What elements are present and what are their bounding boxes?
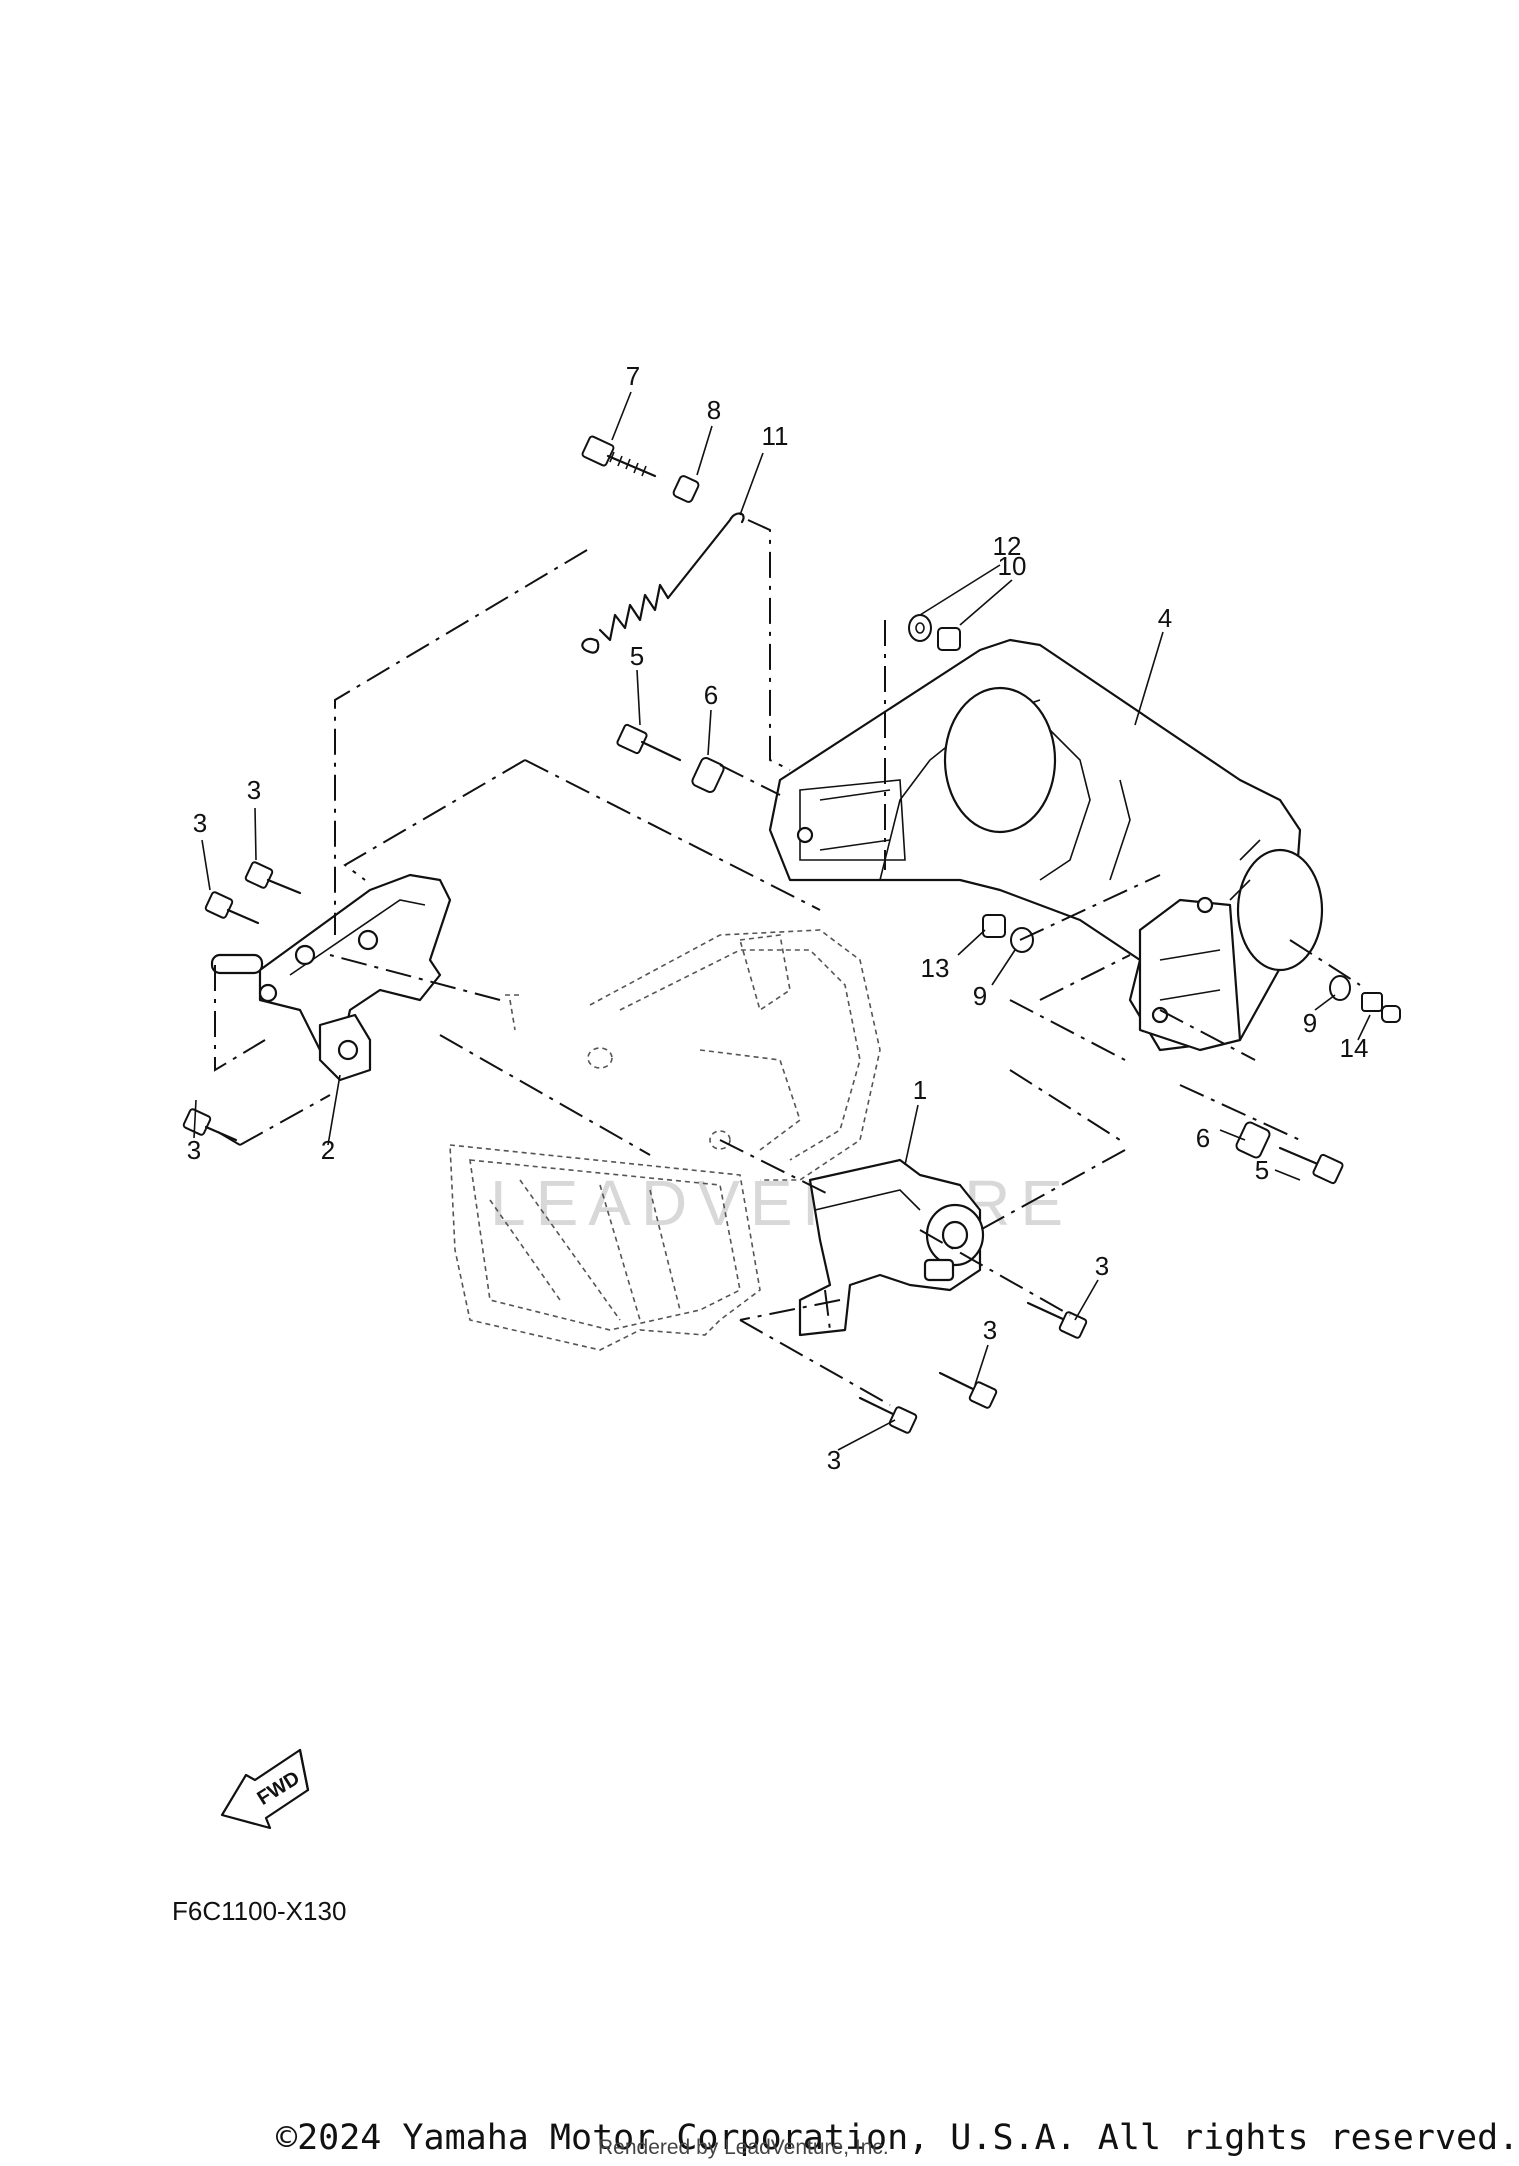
bolt-3-left-a: [244, 861, 302, 895]
assembly-lines: [214, 519, 1361, 1406]
callout-3-right-c: 3: [827, 1445, 841, 1475]
bolt-7: [581, 435, 657, 478]
jet-pump-housing-outline: [449, 929, 881, 1351]
part-1-lower-mount: [798, 1158, 985, 1337]
nut-10: [937, 627, 961, 651]
watermark: LEADVENTURE: [490, 1167, 1073, 1239]
callout-7: 7: [626, 361, 640, 391]
callout-3-right-b: 3: [983, 1315, 997, 1345]
callout-3-right-a: 3: [1095, 1251, 1109, 1281]
callout-3-left-b: 3: [193, 808, 207, 838]
callout-8: 8: [707, 395, 721, 425]
callouts: 7 8 11 12 10 4 5 6 3 3 3 2 13 9 9 14 6 5…: [187, 361, 1369, 1475]
callout-5-upper: 5: [630, 641, 644, 671]
callout-5-lower: 5: [1255, 1155, 1269, 1185]
callout-3-left-c: 3: [187, 1135, 201, 1165]
bolt-5-lower: [1278, 1146, 1344, 1185]
fwd-arrow-icon: FWD: [220, 1748, 310, 1830]
collar-6-lower: [1235, 1121, 1271, 1159]
bolt-3-right-b: [938, 1371, 998, 1409]
bolt-3-right-c: [858, 1396, 918, 1434]
callout-4: 4: [1158, 603, 1172, 633]
leader-lines: [193, 391, 1371, 1451]
fitting-14: [1361, 992, 1401, 1023]
callout-9-right: 9: [1303, 1008, 1317, 1038]
fwd-label: FWD: [253, 1767, 303, 1810]
part-4-upper-mount: [768, 638, 1324, 1052]
collar-8: [672, 475, 700, 503]
bolt-5-upper: [616, 723, 682, 762]
nut-13: [982, 914, 1006, 938]
bolt-3-left-b: [204, 891, 260, 925]
callout-9-left: 9: [973, 981, 987, 1011]
washer-9-right: [1329, 975, 1351, 1001]
drawing-code: F6C1100-X130: [172, 1896, 347, 1926]
rendered-by-text: Rendered by LeadVenture, Inc.: [598, 2136, 889, 2159]
callout-14: 14: [1340, 1033, 1369, 1063]
copyright-text: ©2024 Yamaha Motor Corporation, U.S.A. A…: [276, 2118, 1519, 2158]
callout-6-lower: 6: [1196, 1123, 1210, 1153]
callout-12: 12: [993, 531, 1022, 561]
callout-13: 13: [921, 953, 950, 983]
callout-11: 11: [762, 421, 789, 451]
callout-1: 1: [913, 1075, 927, 1105]
callout-3-left-a: 3: [247, 775, 261, 805]
washer-12: [908, 614, 932, 642]
part-2-front-bracket: [210, 873, 452, 1082]
callout-2: 2: [321, 1135, 335, 1165]
callout-6-upper: 6: [704, 680, 718, 710]
collar-6-upper: [691, 756, 725, 794]
callout-10: 10: [998, 551, 1027, 581]
spring-11: [581, 512, 745, 654]
